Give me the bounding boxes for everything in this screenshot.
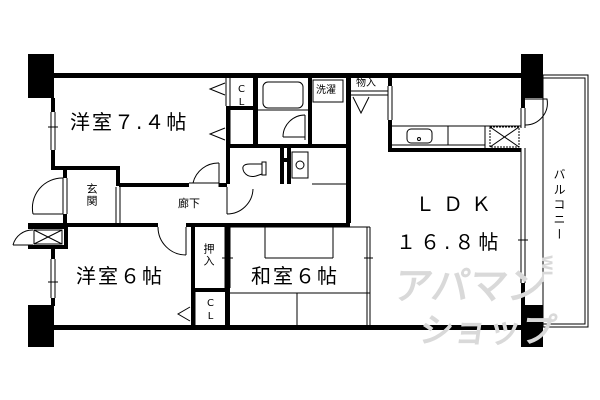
hallway-label: 廊下 [178, 197, 200, 210]
room-label-ldk: ＬＤＫ [415, 192, 499, 216]
fixtures [12, 78, 548, 325]
room-label-western-6: 洋室６帖 [76, 264, 164, 288]
oshiire-label: 押入 [202, 243, 215, 267]
balcony-label: バルコニー [552, 168, 566, 243]
windows [48, 108, 528, 298]
watermark-line1: アパマン [391, 264, 549, 308]
entrance-label: 玄関 [85, 183, 98, 207]
watermark-side: WL [538, 255, 554, 280]
outer-walls [28, 54, 543, 347]
room-label-ldk-size: １６.８帖 [396, 230, 503, 254]
closet-label-1: CL [236, 84, 247, 110]
watermark-line2: ショップ [416, 311, 559, 351]
storage-label: 物入 [356, 78, 376, 89]
laundry-label: 洗濯 [316, 85, 336, 96]
room-label-japanese-6: 和室６帖 [251, 264, 339, 288]
room-label-western-7-4: 洋室７.４帖 [70, 110, 189, 134]
balcony-outline [542, 74, 589, 328]
interior-walls [28, 78, 521, 325]
closet-label-2: CL [205, 298, 216, 324]
